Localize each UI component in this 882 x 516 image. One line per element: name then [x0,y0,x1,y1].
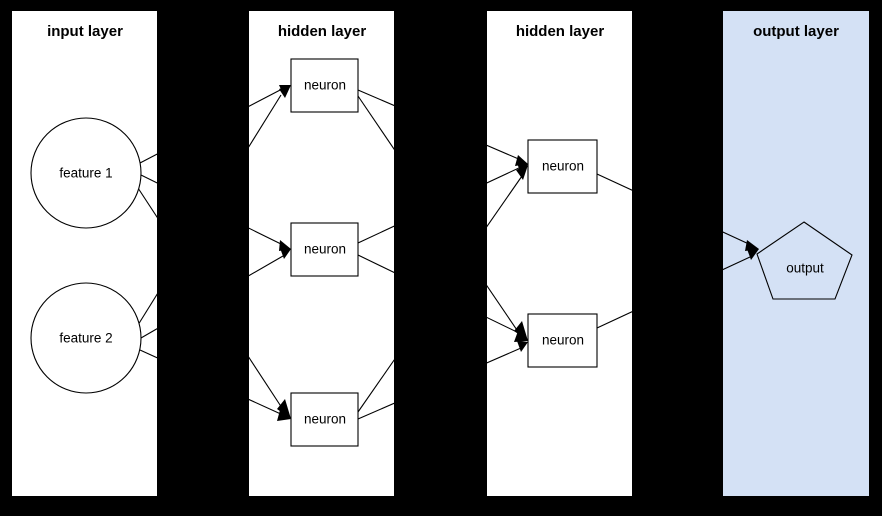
edge-h2n1-to-output [596,173,752,246]
edge-h1n3-to-h2n2 [357,347,522,420]
arrowhead-h1n3-to-h2n2 [517,341,528,352]
feature-1-circle[interactable] [30,117,142,229]
edge-h1n3-to-h2n1 [357,175,523,413]
arrowhead-h1n1-to-h2n2 [514,321,528,341]
edge-h1n1-to-h2n1 [357,89,522,161]
arrowhead-h2n1-to-output [745,240,759,251]
edge-feature2-to-h1n1 [137,94,282,326]
feature-2-label: feature 2 [59,331,112,346]
hidden1-neuron-2-label: neuron [304,242,346,257]
output-label: output [786,261,824,276]
edge-feature1-to-h1n1 [139,87,285,164]
node-feature-2[interactable]: feature 2 [30,282,142,394]
arrowhead-feature1-to-h1n3 [277,399,291,419]
node-hidden1-neuron-1[interactable]: neuron [290,58,359,113]
node-hidden1-neuron-3[interactable]: neuron [290,392,359,447]
hidden1-neuron-1-box[interactable] [290,58,359,113]
arrowhead-feature2-to-h1n1 [279,85,291,98]
layer-title-hidden-1: hidden layer [278,23,367,40]
arrowhead-h1n2-to-h2n2 [514,331,528,342]
edge-h1n2-to-h2n1 [357,166,522,244]
feature-2-circle[interactable] [30,282,142,394]
edge-feature1-to-h1n2 [140,174,284,246]
hidden2-neuron-1-box[interactable] [527,139,598,194]
hidden2-neuron-2-box[interactable] [527,313,598,368]
hidden2-neuron-2-label: neuron [542,333,584,348]
hidden2-neuron-1-label: neuron [542,159,584,174]
arrowhead-h2n2-to-output [747,249,759,260]
node-feature-1[interactable]: feature 1 [30,117,142,229]
edges-hidden2-to-output [596,173,759,329]
edge-h2n2-to-output [596,256,751,329]
edge-h1n1-to-h2n2 [357,95,522,337]
edge-feature2-to-h1n3 [139,349,284,416]
edges-hidden1-to-hidden2 [357,89,528,420]
arrowhead-h1n3-to-h2n1 [516,165,528,180]
hidden1-neuron-3-box[interactable] [290,392,359,447]
edge-feature2-to-h1n2 [140,255,284,339]
arrowhead-feature2-to-h1n2 [280,248,291,259]
node-output[interactable]: output [756,221,853,300]
node-hidden2-neuron-2[interactable]: neuron [527,313,598,368]
panel-input-layer [12,11,157,496]
node-hidden1-neuron-2[interactable]: neuron [290,222,359,277]
panel-hidden-layer-2 [487,11,632,496]
hidden1-neuron-3-label: neuron [304,412,346,427]
node-hidden2-neuron-1[interactable]: neuron [527,139,598,194]
layer-title-hidden-2: hidden layer [516,23,605,40]
edges-input-to-hidden1 [137,85,291,421]
hidden1-neuron-1-label: neuron [304,78,346,93]
feature-1-label: feature 1 [59,166,112,181]
hidden1-neuron-2-box[interactable] [290,222,359,277]
arrowhead-feature2-to-h1n3 [277,410,291,421]
layer-panels [12,11,869,496]
layer-title-output: output layer [753,23,839,40]
layer-title-input: input layer [47,23,123,40]
output-pentagon[interactable] [756,221,853,300]
